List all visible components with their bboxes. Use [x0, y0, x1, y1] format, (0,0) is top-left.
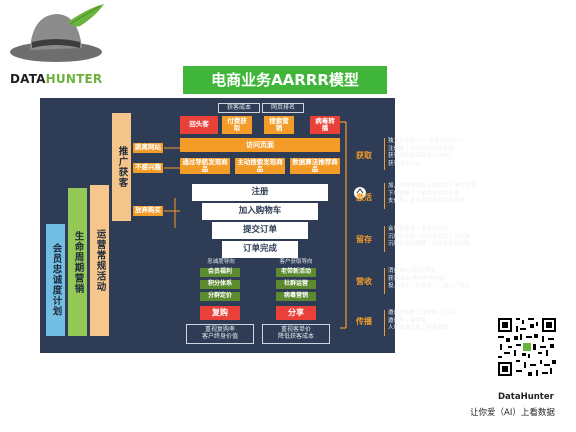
- ret-line-2: 沉默会员数 | 流失会员数 | 流失率: [388, 233, 471, 240]
- loyalty-oriented-title: 忠诚度导向: [207, 258, 235, 265]
- rev-line-2: 获客成本/客户终身价值: [388, 275, 445, 282]
- stage-label-revenue: 营收: [356, 277, 372, 286]
- bar-lifecycle-marketing: 生命周期营销: [68, 188, 87, 336]
- share-note: 重视客单价 降低获客成本: [262, 324, 330, 344]
- share-box: 分享: [276, 306, 316, 320]
- rev-line-1: 消费单价/频次/频率: [388, 268, 436, 274]
- loyalty-item-pricing: 分群定价: [200, 292, 240, 301]
- ret-line-1: 会员复购率 | 会员复购率: [388, 226, 449, 232]
- funnel-step-order-complete: 订单完成: [222, 241, 298, 258]
- stage-label-acquisition: 获取: [356, 151, 372, 160]
- tag-page-rank: 网页排名: [262, 103, 304, 113]
- channel-returning: 回头客: [180, 116, 218, 134]
- bar-loyalty-program: 会员忠诚度计划: [46, 224, 65, 336]
- stage-notes-revenue: 消费单价/频次/频率 获客成本/客户终身价值 投入成本 | 新增收入 | 投入产…: [384, 268, 470, 294]
- funnel-step-add-cart: 加入购物车: [202, 203, 318, 220]
- not-interested-box: 不感兴趣: [133, 163, 163, 173]
- repurchase-box: 复购: [200, 306, 240, 320]
- repurchase-note: 重视复购率 客户终身价值: [186, 324, 254, 344]
- diagram-title: 电商业务AARRR模型: [183, 66, 387, 94]
- repurchase-note-line-1: 重视复购率: [204, 326, 235, 334]
- visit-page-bar: 访问页面: [180, 138, 340, 152]
- stage-notes-referral: 邀请发起数 | 注册数 | CAC 邀请率 | 接受率 人均邀请次数 | 病毒系…: [384, 310, 454, 336]
- stage-label-retention: 留存: [356, 235, 372, 244]
- funnel-step-register: 注册: [192, 184, 328, 201]
- repurchase-note-line-2: 客户终身价值: [201, 333, 238, 340]
- abandon-purchase-box: 放弃购买: [133, 206, 163, 216]
- act-line-3: 支付数 | 支付到完单成功转化率: [388, 198, 465, 205]
- channel-search: 搜索营销: [264, 116, 294, 134]
- logo-wordmark: DATAHUNTER: [10, 72, 103, 86]
- loyalty-item-points: 积分体系: [200, 280, 240, 289]
- tag-acquisition-cost: 获客成本: [218, 103, 260, 113]
- acq-line-2: 注册数 | 访客到注册转化率: [388, 145, 454, 152]
- ref-line-2: 邀请率 | 接受率: [388, 317, 427, 324]
- ref-line-3: 人均邀请次数 | 病毒系数: [388, 325, 449, 332]
- acq-line-1: 独立访客数UV | 页面访问数PV: [388, 138, 464, 144]
- acq-line-4: 获客成本CAC: [388, 161, 422, 168]
- stage-label-activation: 激活: [356, 193, 372, 202]
- channel-viral: 病毒转播: [310, 116, 340, 134]
- acquisition-item-referral: 老带新活动: [276, 268, 316, 277]
- connector-lines: [164, 121, 366, 329]
- qr-code: [496, 316, 558, 378]
- stage-label-referral: 传播: [356, 317, 372, 326]
- rev-line-3: 投入成本 | 新增收入 | 投入产出比: [388, 283, 471, 290]
- loyalty-item-benefits: 会员福利: [200, 268, 240, 277]
- ref-line-1: 邀请发起数 | 注册数 | CAC: [388, 310, 455, 316]
- share-note-line-1: 重视客单价: [280, 326, 311, 334]
- qr-code-icon: [496, 316, 558, 378]
- brand-slogan: 让你爱（AI）上看数据: [470, 408, 555, 418]
- discover-nav-box: 通过导航发现商品: [180, 158, 230, 174]
- funnel-step-submit-order: 提交订单: [212, 222, 308, 239]
- ret-line-3: 沉默会员召回数 | 流失会员召回数: [388, 241, 471, 248]
- acquisition-item-community: 社群运营: [276, 280, 316, 289]
- stage-notes-activation: 加入购物车次数 | 购物车下单转化率 下单笔数 | 下单到支付转化率 支付数 |…: [384, 183, 476, 209]
- exit-site-box: 跳离网站: [133, 143, 163, 153]
- stage-notes-retention: 会员复购率 | 会员复购率 沉默会员数 | 流失会员数 | 流失率 沉默会员召回…: [384, 226, 470, 252]
- acquisition-oriented-title: 客户获取导向: [279, 258, 313, 265]
- stage-notes-acquisition: 独立访客数UV | 页面访问数PV 注册数 | 访客到注册转化率 获客渠道跟踪转…: [384, 138, 463, 170]
- act-line-1: 加入购物车次数 | 购物车下单转化率: [388, 183, 476, 189]
- acquisition-item-viral: 病毒营销: [276, 292, 316, 301]
- acq-line-3: 获客渠道跟踪转化TOP20: [388, 153, 451, 160]
- bar-promotion-acquisition: 推广获客: [112, 113, 131, 221]
- discover-search-box: 主动搜索发现商品: [235, 158, 285, 174]
- hat-logo-icon: [10, 4, 104, 62]
- bar-routine-operations: 运营常规活动: [90, 185, 109, 336]
- brand-name: DataHunter: [498, 392, 554, 402]
- discover-recommend-box: 数据算法推荐商品: [290, 158, 340, 174]
- act-line-2: 下单笔数 | 下单到支付转化率: [388, 190, 460, 197]
- share-note-line-2: 降低获客成本: [277, 333, 314, 340]
- channel-paid: 付费获取: [222, 116, 252, 134]
- logo: [8, 2, 108, 92]
